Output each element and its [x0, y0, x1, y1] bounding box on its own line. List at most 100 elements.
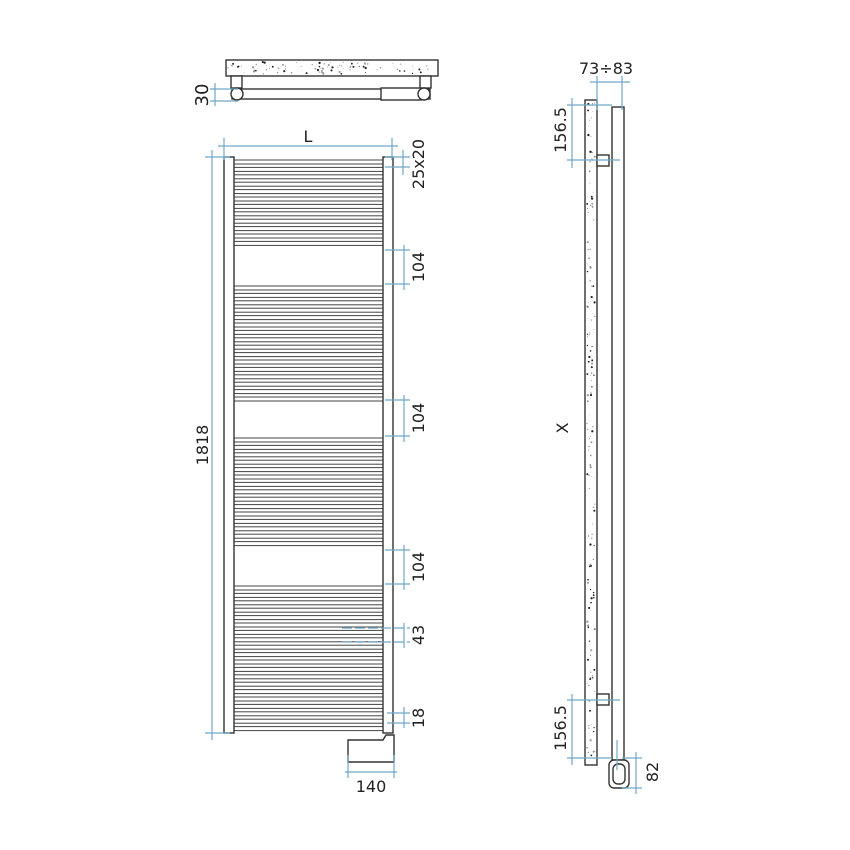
speckle: [586, 581, 590, 584]
speckle: [591, 372, 593, 374]
speckle: [331, 66, 334, 69]
speckle: [318, 61, 321, 65]
gap-104-label-2: 104: [409, 403, 428, 434]
gap-104-label-3: 104: [409, 552, 428, 583]
speckle: [592, 596, 595, 599]
towel-bar: [233, 637, 384, 643]
speckle: [587, 626, 590, 629]
speckle: [589, 466, 592, 469]
speckle: [588, 183, 590, 185]
speckle: [588, 334, 590, 336]
speckle: [591, 533, 593, 535]
speckle: [277, 67, 280, 70]
speckle: [586, 620, 589, 623]
towel-bar: [233, 381, 384, 387]
towel-bar: [233, 307, 384, 313]
speckle: [592, 523, 594, 525]
speckle: [593, 730, 595, 733]
speckle: [593, 509, 596, 512]
speckle: [589, 279, 592, 282]
speckle: [592, 191, 594, 193]
towel-bar: [233, 592, 384, 598]
speckle: [593, 628, 596, 631]
speckle: [318, 65, 321, 68]
towel-bar: [233, 518, 384, 524]
towel-bar: [233, 644, 384, 650]
speckle: [587, 360, 590, 363]
speckle: [343, 68, 345, 70]
speckle: [587, 336, 589, 338]
speckle: [240, 65, 242, 67]
speckle: [589, 332, 591, 334]
speckle: [586, 263, 588, 265]
speckle: [587, 126, 589, 128]
towel-bar: [233, 240, 384, 246]
towel-bar: [233, 211, 384, 217]
speckle: [589, 393, 593, 397]
towel-bar: [233, 189, 384, 195]
speckle: [364, 66, 367, 70]
speckle: [591, 678, 593, 680]
speckle: [330, 69, 333, 72]
speckle: [587, 208, 588, 209]
speckle: [586, 202, 589, 205]
speckle: [591, 355, 593, 356]
wall-distance-label: 73÷83: [579, 59, 633, 78]
speckle: [589, 248, 591, 250]
speckle: [587, 535, 589, 537]
speckle: [589, 119, 590, 121]
speckle: [586, 422, 588, 425]
speckle: [588, 355, 591, 359]
speckle: [255, 63, 257, 66]
speckle: [300, 65, 302, 67]
towel-bar: [233, 359, 384, 365]
speckle: [265, 69, 267, 71]
speckle: [350, 62, 353, 65]
towel-bar: [233, 166, 384, 172]
towel-bar: [233, 607, 384, 613]
speckle: [586, 400, 589, 403]
speckle: [330, 62, 332, 64]
pipe-left: [230, 87, 244, 101]
speckle: [586, 473, 589, 476]
speckle: [237, 65, 240, 67]
towel-bar: [233, 181, 384, 187]
towel-bar: [233, 696, 384, 702]
speckle: [590, 117, 593, 119]
speckle: [400, 63, 402, 65]
speckle: [590, 135, 592, 137]
speckle: [327, 66, 328, 68]
speckle: [592, 506, 595, 509]
speckle: [589, 160, 591, 163]
speckle: [588, 414, 590, 416]
speckle: [391, 63, 393, 65]
towel-bars: [233, 159, 384, 732]
towel-bar: [233, 504, 384, 510]
speckle: [588, 684, 590, 687]
speckle: [590, 319, 592, 321]
speckle: [316, 68, 320, 72]
center-X-label: X: [553, 422, 572, 433]
speckle: [587, 318, 589, 319]
speckle: [593, 476, 595, 478]
speckle: [261, 60, 264, 64]
speckle: [591, 359, 594, 362]
width-L-label: L: [304, 127, 313, 146]
speckle: [587, 683, 588, 684]
speckle: [419, 71, 422, 74]
speckle: [337, 66, 339, 68]
pipe-right: [417, 87, 431, 101]
speckle: [290, 72, 293, 74]
speckle: [588, 727, 590, 729]
speckle: [594, 102, 596, 104]
speckle: [588, 700, 591, 702]
towel-bar: [233, 452, 384, 458]
speckle: [590, 537, 593, 539]
speckle: [593, 668, 596, 671]
towel-bar: [233, 226, 384, 232]
speckle: [588, 565, 591, 568]
speckle: [587, 578, 589, 581]
speckle: [358, 65, 360, 68]
depth-30-label: 30: [192, 84, 213, 107]
speckle: [283, 70, 286, 73]
